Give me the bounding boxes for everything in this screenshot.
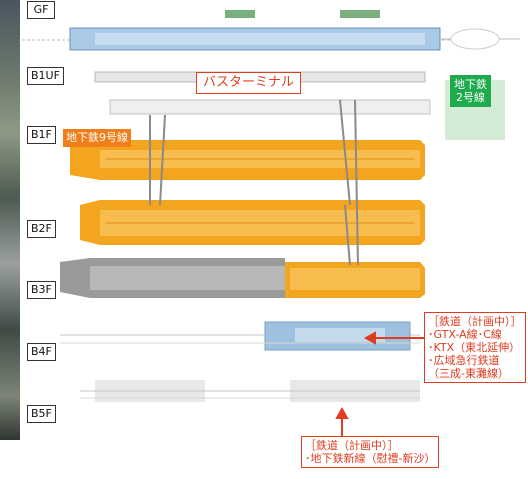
callout-arrows <box>335 331 424 436</box>
line2-label: 地下鉄 2号線 <box>450 75 491 107</box>
planned-railway-b5f-callout: ［鉄道（計画中）］ ･地下鉄新線（慰禮-新沙） <box>301 436 440 468</box>
bus-terminal-label: バスターミナル <box>196 72 302 94</box>
vertical-connectors <box>149 99 359 266</box>
floor-label-b1uf: B1UF <box>27 67 64 85</box>
b3f-structure <box>60 258 425 298</box>
callout-right-line: ［鉄道（計画中）］ <box>428 315 522 328</box>
planned-railway-b4f-callout: ［鉄道（計画中）］ ･GTX-A線･C線 ･KTX（東北延伸） ･広域急行鉄道 … <box>424 312 526 383</box>
b5f-structure <box>80 380 420 402</box>
callout-right-line: ･KTX（東北延伸） <box>428 341 521 354</box>
callout-bottom-line: ［鉄道（計画中）］ <box>305 439 399 452</box>
b2f-structure <box>80 200 425 245</box>
floor-label-gf: GF <box>27 1 55 19</box>
line2-label-line2: 2号線 <box>456 91 485 104</box>
callout-bottom-line: ･地下鉄新線（慰禮-新沙） <box>305 452 436 465</box>
floor-label-b2f: B2F <box>27 220 56 238</box>
line2-label-line1: 地下鉄 <box>454 78 487 91</box>
line9-label: 地下鉄9号線 <box>63 129 131 147</box>
floor-label-b5f: B5F <box>27 405 56 423</box>
b4f-structure <box>60 321 420 351</box>
callout-right-line: ･広域急行鉄道 <box>428 354 500 367</box>
callout-right-line: （三成-東灘線） <box>428 367 509 380</box>
b1f-structure <box>70 140 425 180</box>
callout-right-line: ･GTX-A線･C線 <box>428 328 502 341</box>
floor-label-b3f: B3F <box>27 281 56 299</box>
floor-label-b4f: B4F <box>27 343 56 361</box>
floor-label-b1f: B1F <box>27 126 56 144</box>
aerial-photo-strip <box>0 0 20 440</box>
ground-floor-structure <box>22 10 520 51</box>
